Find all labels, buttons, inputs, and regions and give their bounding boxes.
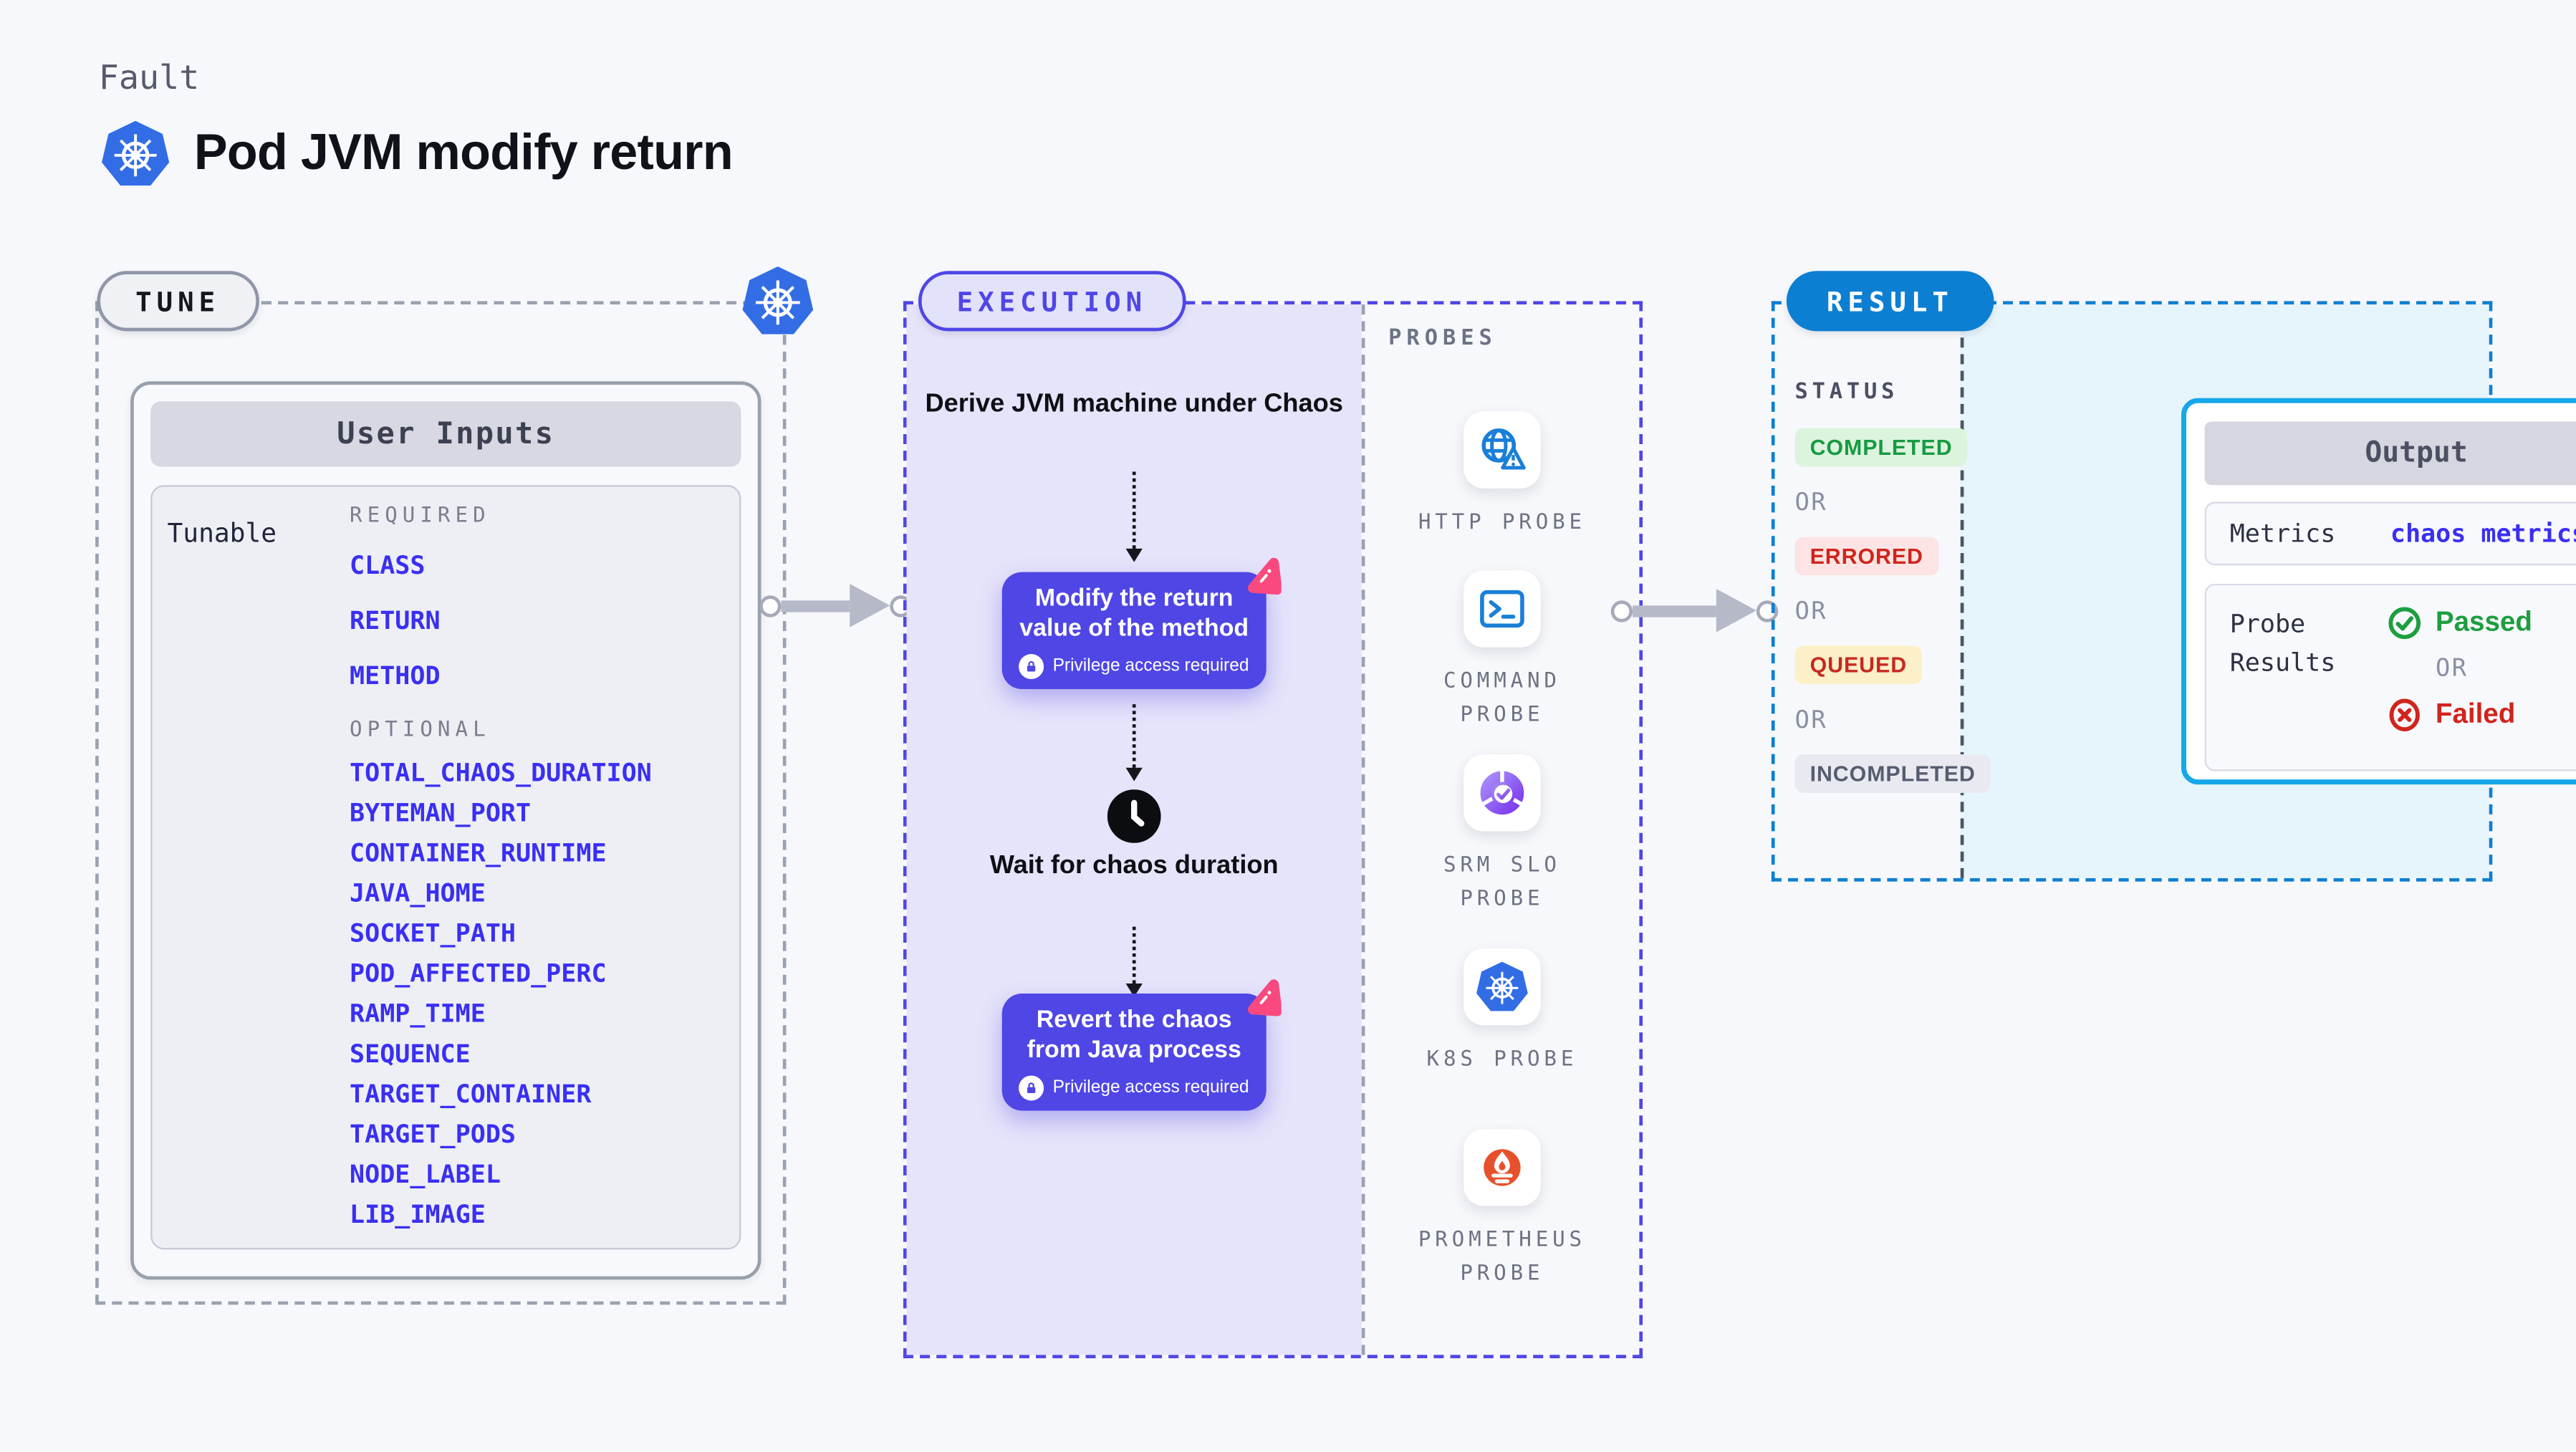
step-revert-chaos-box: Revert the chaos from Java process Privi… xyxy=(1001,979,1282,1111)
page-title: Pod JVM modify return xyxy=(193,125,734,181)
result-section-box: Output Metrics chaos metrics Probe Resul… xyxy=(1771,301,2576,882)
check-circle-icon xyxy=(2388,607,2421,640)
kubernetes-icon xyxy=(1464,948,1541,1026)
tunables-panel: Tunable REQUIRED CLASS RETURN METHOD OPT… xyxy=(150,485,741,1250)
failed-result: Failed xyxy=(2387,698,2532,733)
execution-flow-area: Derive JVM machine under Chaos Modify th… xyxy=(906,304,1362,1355)
arrow-line xyxy=(1633,605,1716,617)
arrow-head xyxy=(850,583,890,628)
probe-name: HTTP PROBE xyxy=(1418,508,1586,534)
tunable-item: CONTAINER_RUNTIME xyxy=(350,837,607,868)
kubernetes-logo-icon xyxy=(102,120,170,186)
chaos-badge-icon xyxy=(1247,557,1282,595)
tunable-item: BYTEMAN_PORT xyxy=(350,797,532,828)
probe-results-label: Probe Results xyxy=(2229,608,2336,677)
probe-k8s: K8S PROBE xyxy=(1365,948,1639,1075)
step-derive-jvm: Derive JVM machine under Chaos xyxy=(925,390,1343,418)
passed-result: Passed xyxy=(2387,605,2532,640)
step-title: Revert the chaos from Java process xyxy=(1027,1006,1241,1063)
status-label: STATUS xyxy=(1794,380,1899,405)
metrics-value: chaos metrics xyxy=(2390,518,2576,549)
status-badge-queued: QUEUED xyxy=(1794,645,1923,685)
execution-to-result-arrow xyxy=(1610,587,1779,634)
probe-prometheus: PROMETHEUS PROBE xyxy=(1365,1129,1639,1289)
tunable-item: RAMP_TIME xyxy=(350,999,486,1029)
or-label: OR xyxy=(2435,655,2469,683)
connector-dot xyxy=(759,595,782,617)
probe-name: COMMAND PROBE xyxy=(1443,667,1561,726)
kubernetes-target-icon xyxy=(742,266,814,335)
execution-badge: EXECUTION xyxy=(918,271,1186,332)
probe-name: PROMETHEUS PROBE xyxy=(1418,1226,1586,1285)
fault-eyebrow: Fault xyxy=(98,57,200,97)
user-inputs-card: User Inputs Tunable REQUIRED CLASS RETUR… xyxy=(130,381,761,1280)
result-badge: RESULT xyxy=(1786,271,1994,332)
metrics-label: Metrics xyxy=(2229,518,2336,549)
output-card: Output Metrics chaos metrics Probe Resul… xyxy=(2181,398,2576,785)
step-wait-duration: Wait for chaos duration xyxy=(989,851,1279,880)
probes-column: PROBES HTTP PROBE xyxy=(1361,304,1640,1355)
arrow-line xyxy=(781,600,850,612)
tunable-item: JAVA_HOME xyxy=(350,878,486,908)
passed-label: Passed xyxy=(2435,607,2532,638)
metrics-row: Metrics chaos metrics xyxy=(2204,501,2576,566)
status-badge-completed: COMPLETED xyxy=(1794,428,1968,467)
tunable-item: CLASS xyxy=(350,550,426,581)
probe-command: COMMAND PROBE xyxy=(1365,570,1639,731)
or-label: OR xyxy=(1794,598,1828,626)
chaos-badge-icon xyxy=(1247,979,1282,1016)
step-title: Modify the return value of the method xyxy=(1019,585,1249,642)
tunable-item: METHOD xyxy=(350,660,441,691)
globe-alert-icon xyxy=(1464,411,1541,489)
tunable-item: TARGET_CONTAINER xyxy=(350,1079,592,1110)
terminal-icon xyxy=(1464,570,1541,648)
optional-group-label: OPTIONAL xyxy=(350,716,491,741)
or-label: OR xyxy=(1794,490,1828,517)
user-inputs-title: User Inputs xyxy=(150,401,741,467)
connector-dot xyxy=(1610,600,1633,622)
output-title: Output xyxy=(2204,421,2576,486)
slo-donut-icon xyxy=(1464,754,1541,832)
tunable-item: LIB_IMAGE xyxy=(350,1199,486,1230)
tunable-item: NODE_LABEL xyxy=(350,1159,501,1190)
result-output-area: Output Metrics chaos metrics Probe Resul… xyxy=(1960,304,2576,878)
tunable-item: SOCKET_PATH xyxy=(350,918,516,949)
privilege-note: Privilege access required xyxy=(1052,1077,1249,1097)
status-badge-incompleted: INCOMPLETED xyxy=(1794,754,1991,793)
clock-icon xyxy=(1107,789,1161,843)
probe-results-row: Probe Results Passed OR xyxy=(2204,583,2576,771)
flow-connector-arrow xyxy=(1125,704,1143,782)
step-modify-return-box: Modify the return value of the method Pr… xyxy=(1001,557,1282,690)
arrow-head xyxy=(1716,588,1756,633)
x-circle-icon xyxy=(2389,698,2420,731)
lock-icon xyxy=(1019,1074,1044,1100)
or-label: OR xyxy=(1794,707,1828,735)
tunable-row-label: Tunable xyxy=(167,518,277,549)
flow-connector-arrow xyxy=(1125,471,1143,562)
probe-name: K8S PROBE xyxy=(1426,1045,1578,1071)
tune-section-box xyxy=(95,301,787,1305)
flow-connector-arrow xyxy=(1125,926,1143,997)
tunable-item: TOTAL_CHAOS_DURATION xyxy=(350,757,652,788)
tunable-item: TARGET_PODS xyxy=(350,1119,516,1150)
prometheus-icon xyxy=(1464,1129,1541,1206)
required-group-label: REQUIRED xyxy=(350,501,491,527)
probe-name: SRM SLO PROBE xyxy=(1443,851,1561,910)
status-badge-errored: ERRORED xyxy=(1794,537,1938,576)
status-column: STATUS COMPLETED OR ERRORED OR QUEUED OR… xyxy=(1775,304,1991,793)
tunable-item: RETURN xyxy=(350,605,441,636)
lock-icon xyxy=(1019,653,1044,678)
tunable-item: SEQUENCE xyxy=(350,1039,471,1069)
probes-label: PROBES xyxy=(1388,326,1497,352)
tunable-item: POD_AFFECTED_PERC xyxy=(350,958,607,989)
privilege-note: Privilege access required xyxy=(1052,655,1249,676)
failed-label: Failed xyxy=(2435,699,2516,730)
execution-section-box: Derive JVM machine under Chaos Modify th… xyxy=(903,301,1643,1359)
probe-srm-slo: SRM SLO PROBE xyxy=(1365,754,1639,915)
tune-to-execution-arrow xyxy=(759,582,912,629)
tune-badge: TUNE xyxy=(97,271,259,332)
probe-http: HTTP PROBE xyxy=(1365,411,1639,538)
